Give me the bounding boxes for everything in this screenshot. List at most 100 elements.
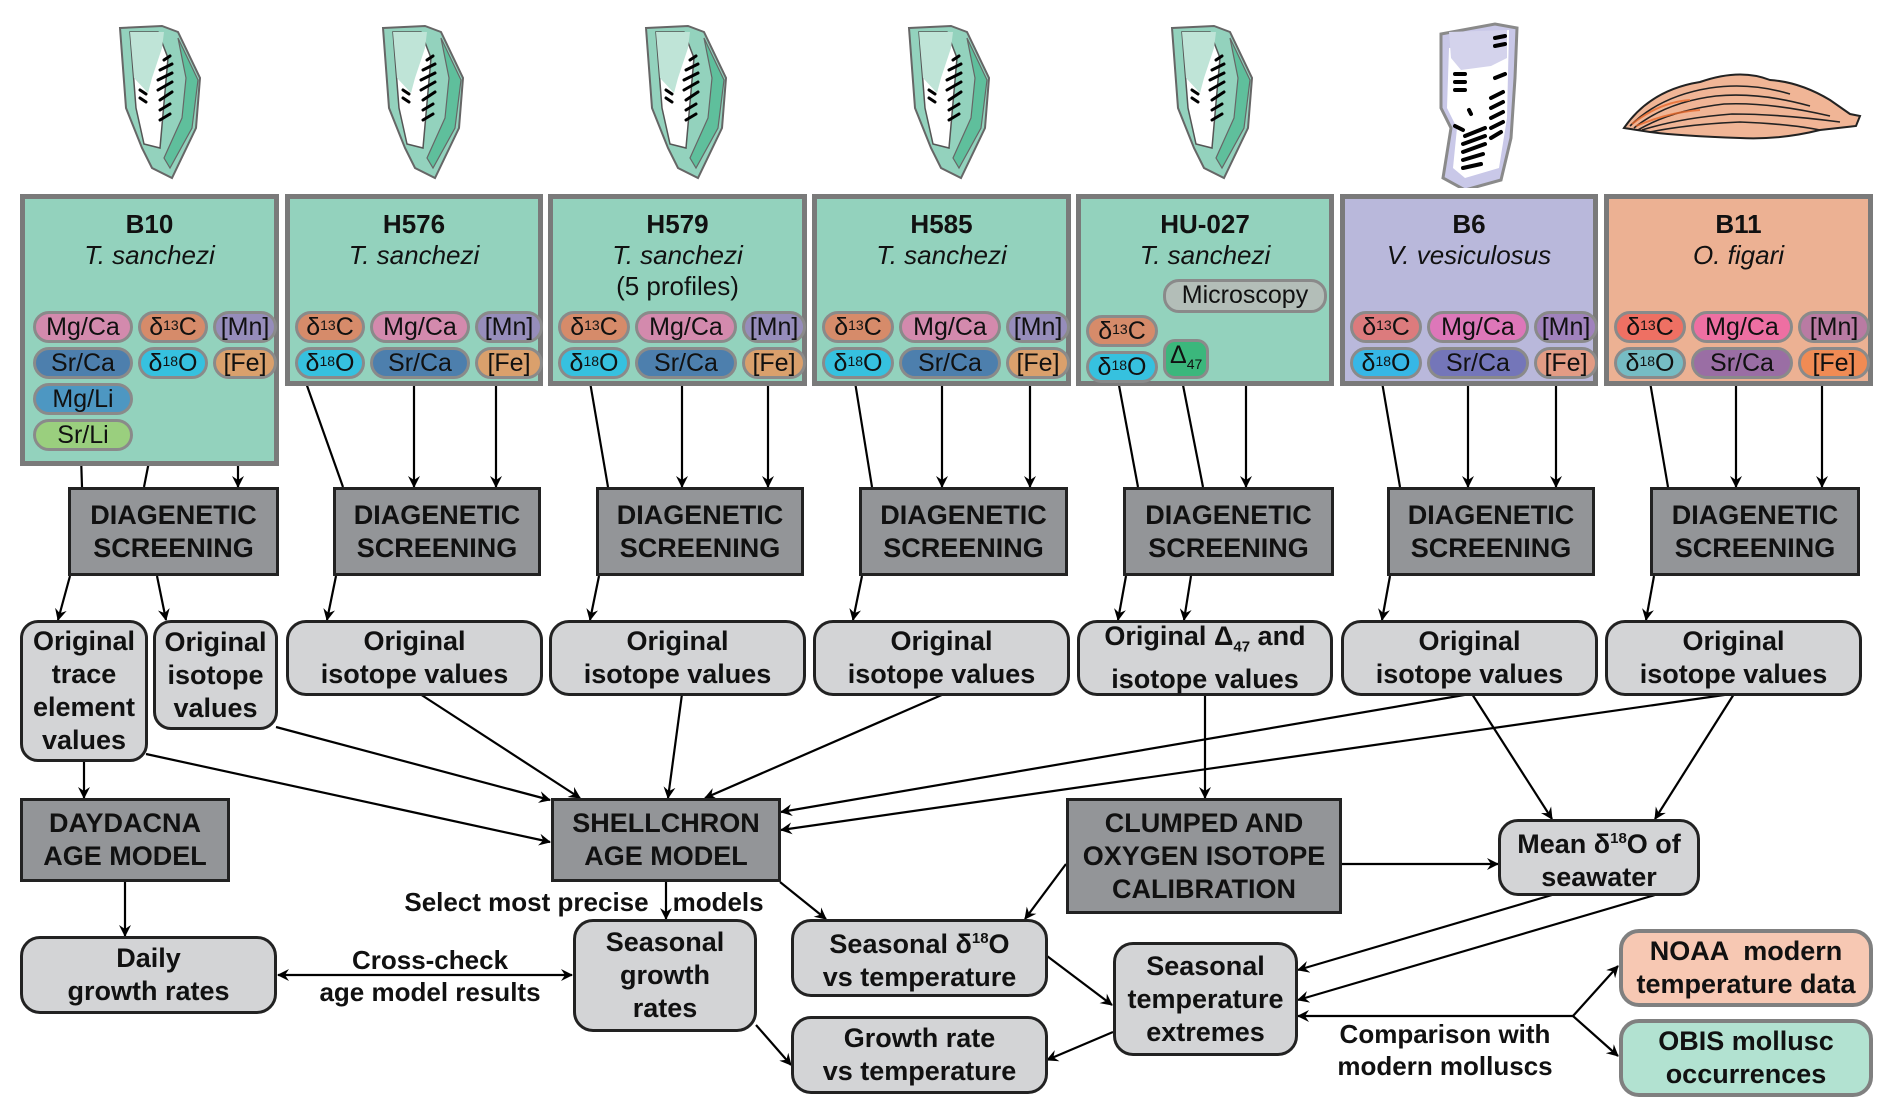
proxy-chip-mgli: Mg/Li <box>33 383 133 415</box>
proxy-chip-fe: [Fe] <box>742 347 806 379</box>
tridacna-shell-icon-h579 <box>644 24 728 180</box>
proxy-chip-18o: δ18O <box>822 347 894 379</box>
tridacna-shell-icon-b10 <box>118 24 202 180</box>
connector <box>1648 381 1670 488</box>
proxy-chip-srca: Sr/Ca <box>635 347 737 379</box>
proxy-chip-mn: [Mn] <box>475 311 543 343</box>
connector <box>1024 863 1067 920</box>
connector <box>704 692 945 800</box>
proxy-chip-srca: Sr/Ca <box>33 347 133 379</box>
proxy-chip-mn: [Mn] <box>1006 311 1070 343</box>
sample-id: H585 <box>910 209 973 239</box>
connector <box>779 881 827 920</box>
species-name: T. sanchezi <box>1139 240 1271 270</box>
connector <box>1046 1030 1114 1062</box>
proxy-chip-13c: δ13C <box>558 311 630 343</box>
sample-id: HU-027 <box>1160 209 1250 239</box>
connector <box>755 1024 792 1066</box>
proxy-chip-fe: [Fe] <box>213 347 277 379</box>
proxy-chip-13c: δ13C <box>822 311 894 343</box>
connector <box>853 381 874 488</box>
connector <box>780 692 1471 817</box>
proxy-chip-18o: δ18O <box>558 347 630 379</box>
sample-note: (5 profiles) <box>616 271 739 301</box>
species-name: O. figari <box>1692 240 1785 270</box>
proxy-chip-srca: Sr/Ca <box>1427 347 1529 379</box>
proxy-chip-13c: δ13C <box>1614 311 1686 343</box>
tridacna-shell-icon-hu027 <box>1170 24 1254 180</box>
connector <box>1116 379 1140 488</box>
proxy-chip-mgca: Mg/Ca <box>1691 311 1793 343</box>
sample-id: B6 <box>1452 209 1486 239</box>
proxy-chip-13c: δ13C <box>295 311 365 343</box>
connector <box>1572 965 1619 1017</box>
connector <box>588 381 610 488</box>
connector <box>849 575 864 621</box>
connector <box>1114 575 1128 621</box>
proxy-chip-mgca: Mg/Ca <box>1427 311 1529 343</box>
sample-id: H576 <box>382 209 446 239</box>
proxy-chip-mgca: Mg/Ca <box>899 311 1001 343</box>
connector <box>275 725 551 803</box>
connector <box>303 379 345 488</box>
oyster-shell-icon <box>1622 73 1862 140</box>
connector <box>1046 955 1113 1006</box>
proxy-chip-18o: δ18O <box>1614 347 1686 379</box>
connector <box>1297 893 1656 1003</box>
connector <box>55 575 72 621</box>
connector <box>1654 693 1735 820</box>
proxy-chip-srli: Sr/Li <box>33 419 133 451</box>
proxy-chip-srca: Sr/Ca <box>899 347 1001 379</box>
proxy-chip-mn: [Mn] <box>1534 311 1598 343</box>
proxy-chip-fe: [Fe] <box>1006 347 1070 379</box>
sample-id: H579 <box>646 209 709 239</box>
proxy-chip-mgca: Mg/Ca <box>33 311 133 343</box>
proxy-chip-mn: [Mn] <box>213 311 277 343</box>
connector <box>419 693 581 799</box>
species-name: T. sanchezi <box>876 240 1007 270</box>
connector <box>155 575 170 621</box>
proxy-chip-srca: Sr/Ca <box>370 347 470 379</box>
connector <box>1180 379 1205 488</box>
proxy-chip-18o: δ18O <box>295 347 365 379</box>
connector <box>663 693 684 799</box>
connector <box>1378 575 1392 621</box>
vesiculosus-shell-icon <box>1439 22 1519 188</box>
proxy-chip-fe: [Fe] <box>1798 347 1870 379</box>
proxy-chip-mgca: Mg/Ca <box>370 311 470 343</box>
connector <box>1471 693 1553 820</box>
proxy-chip-13c: δ13C <box>1086 315 1158 347</box>
proxy-chip-mn: [Mn] <box>742 311 806 343</box>
connector <box>1380 381 1402 488</box>
connector <box>1642 575 1656 621</box>
